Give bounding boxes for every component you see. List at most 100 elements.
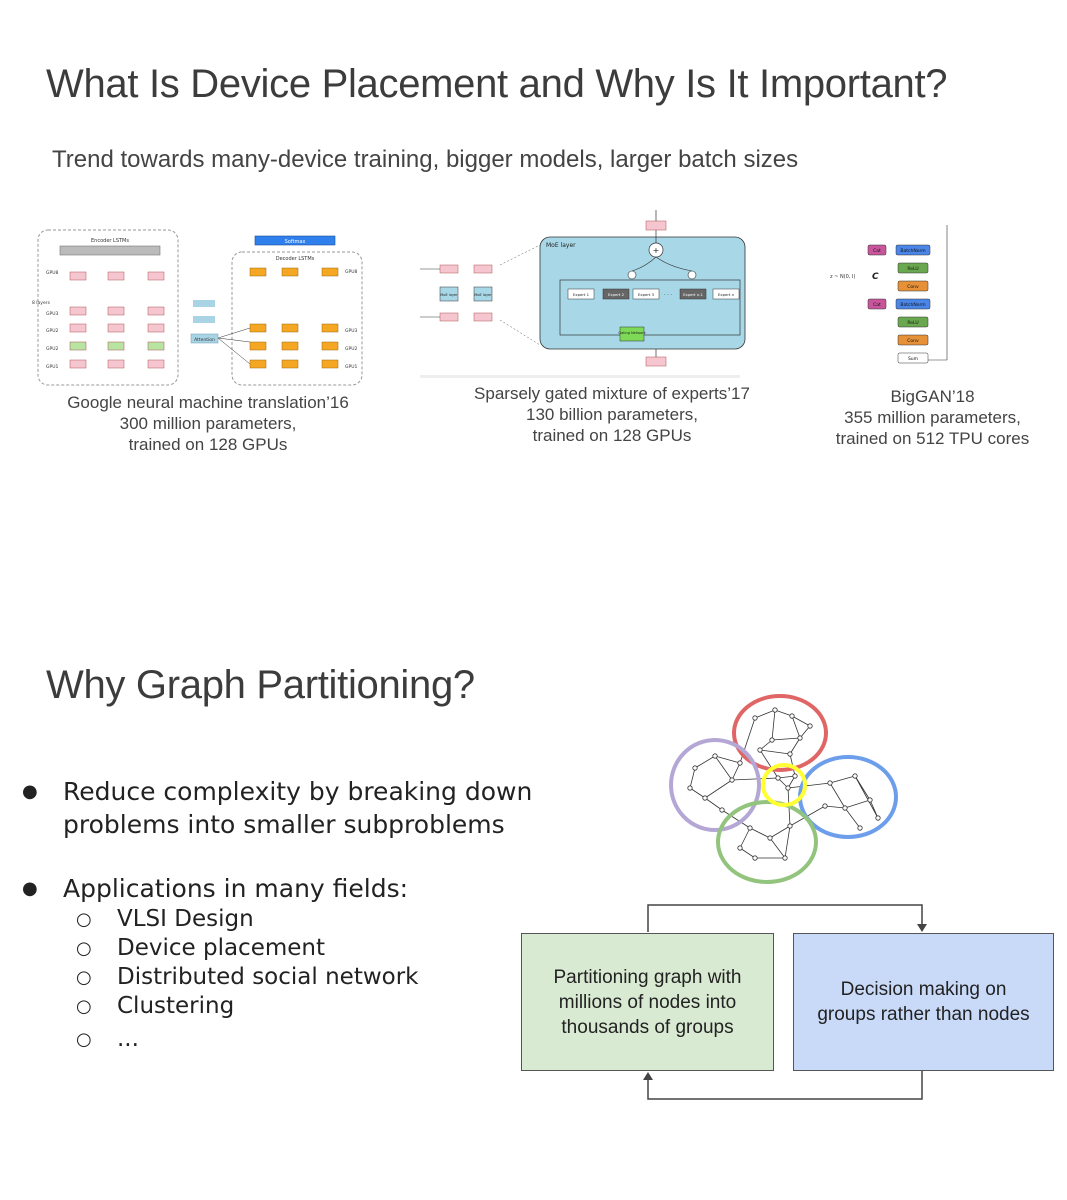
decision-box-line: Decision making on [840, 979, 1007, 1000]
graph-node [789, 713, 795, 719]
sub-bullet-list: ○VLSI Design ○Device placement ○Distribu… [63, 905, 542, 1054]
sub-bullet-text: VLSI Design [117, 906, 254, 932]
figure2-caption-line: 130 billion parameters, [526, 405, 698, 424]
decoder-cell [281, 323, 299, 333]
moe-small-label-a: MoE layer [440, 293, 458, 297]
biggan-z-label: z ~ N(0, I) [830, 274, 856, 280]
graph-edge [829, 775, 856, 784]
biggan-block-label: BatchNorm [900, 248, 925, 254]
softmax-label: Softmax [285, 239, 306, 245]
gating-network-label: Gating Network [618, 331, 646, 335]
graph-edge [824, 805, 846, 809]
encoder-cell [107, 323, 125, 333]
graph-edge [771, 737, 801, 741]
decoder-cell [249, 359, 267, 369]
moe-small-box-b [473, 286, 493, 302]
biggan-block [897, 334, 929, 346]
graph-node [772, 707, 778, 713]
graph-edge [749, 827, 771, 839]
graph-node [752, 715, 758, 721]
moe-output-node [645, 220, 667, 231]
gpu-label: GPU1 [46, 364, 58, 370]
graph-edge [769, 837, 786, 859]
bullet-text: problems into smaller subproblems [63, 810, 505, 839]
moe-stacked-layers [420, 264, 493, 322]
slide2-title: Why Graph Partitioning? [46, 663, 475, 707]
biggan-block [867, 244, 887, 256]
biggan-block-label: Conv [907, 284, 919, 290]
graph-edge [854, 775, 879, 819]
graph-node [852, 773, 858, 779]
graph-node [875, 815, 881, 821]
experts-ellipsis: · · · [664, 292, 672, 298]
graph-node [787, 751, 793, 757]
graph-edge [714, 755, 733, 781]
cluster-purple [669, 738, 761, 832]
graph-node [797, 735, 803, 741]
graph-edge [777, 775, 796, 779]
sub-bullet-item: ○Clustering [76, 992, 542, 1021]
gnmt-lstm-cells [69, 267, 339, 369]
bullet-item: ● Reduce complexity by breaking down pro… [22, 775, 542, 841]
cluster-blue [798, 755, 898, 839]
biggan-block [897, 352, 929, 364]
expert-box [632, 288, 660, 300]
expert-box [679, 288, 707, 300]
graph-node [712, 753, 718, 759]
decoder-cell [321, 359, 339, 369]
cluster-green [716, 800, 818, 884]
graph-edge [774, 709, 793, 717]
graph-node [757, 747, 763, 753]
bullet-text: Applications in many fields: [63, 874, 409, 903]
graph-edge [759, 749, 779, 779]
stack-node [439, 264, 459, 274]
graph-node [867, 797, 873, 803]
figure2-caption: Sparsely gated mixture of experts’17 130… [462, 383, 762, 446]
figure1-caption-line: trained on 128 GPUs [128, 435, 288, 454]
softmax-bar [254, 235, 336, 246]
biggan-block-label: Cat [873, 302, 881, 308]
decoder-cell [249, 323, 267, 333]
graph-node [729, 777, 735, 783]
graph-node [775, 775, 781, 781]
biggan-block [895, 244, 931, 256]
figure1-caption: Google neural machine translation’16 300… [58, 392, 358, 455]
graph-node [692, 765, 698, 771]
sub-bullet-text: Device placement [117, 935, 325, 961]
graph-node [787, 823, 793, 829]
sub-bullet-marker: ○ [76, 938, 92, 959]
sub-bullet-marker: ○ [76, 1029, 92, 1050]
moe-layer-label: MoE layer [546, 242, 576, 249]
encoder-cell [69, 359, 87, 369]
biggan-block [897, 280, 929, 292]
decision-box-line: groups rather than nodes [817, 1004, 1030, 1025]
moe-small-box-a [439, 286, 459, 302]
expert-label: Expert 3 [638, 292, 655, 297]
gate-node-a [627, 270, 637, 280]
graph-node [807, 723, 813, 729]
graph-node [822, 803, 828, 809]
gpu-label: GPU8 [345, 269, 357, 275]
encoder-box [37, 229, 179, 386]
graph-edge [844, 807, 861, 829]
figure2-caption-line: trained on 128 GPUs [532, 426, 692, 445]
stack-node [439, 312, 459, 322]
graph-node [737, 760, 743, 766]
graph-edge [689, 767, 696, 789]
decoder-cell [249, 341, 267, 351]
graph-edge [759, 739, 773, 751]
stack-node [473, 264, 493, 274]
graph-edges [687, 707, 881, 861]
graph-edge [769, 825, 791, 839]
encoder-label: Encoder LSTMs [91, 238, 129, 244]
figure3-caption: BigGAN’18 355 million parameters, traine… [815, 386, 1050, 449]
partitioning-box: Partitioning graph with millions of node… [521, 933, 774, 1071]
slide1-subtitle: Trend towards many-device training, bigg… [52, 146, 799, 173]
graph-node [767, 835, 773, 841]
graph-edge [791, 715, 801, 739]
bullet-text: Reduce complexity by breaking down [63, 777, 533, 806]
graph-edge [694, 755, 716, 769]
